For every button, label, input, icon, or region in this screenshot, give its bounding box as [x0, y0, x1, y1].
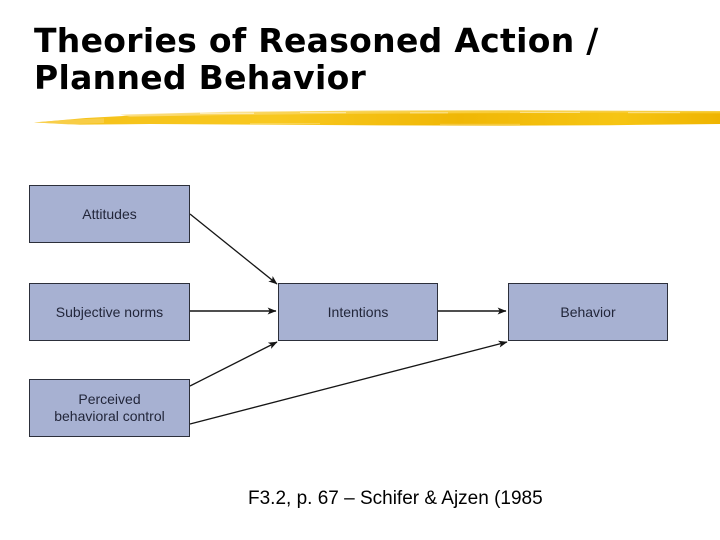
source-caption: F3.2, p. 67 – Schifer & Ajzen (1985 [248, 488, 543, 509]
node-subjective-norms: Subjective norms [29, 283, 190, 341]
node-perceived-behavioral-control: Perceived behavioral control [29, 379, 190, 437]
edge-attitudes-to-intentions [189, 213, 278, 285]
edge-perceived-control-to-behavior [189, 340, 508, 425]
edge-perceived-control-to-intentions [189, 341, 278, 387]
node-intentions: Intentions [278, 283, 438, 341]
page-title: Theories of Reasoned Action / Planned Be… [34, 21, 599, 97]
node-behavior: Behavior [508, 283, 668, 341]
node-attitudes: Attitudes [29, 185, 190, 243]
